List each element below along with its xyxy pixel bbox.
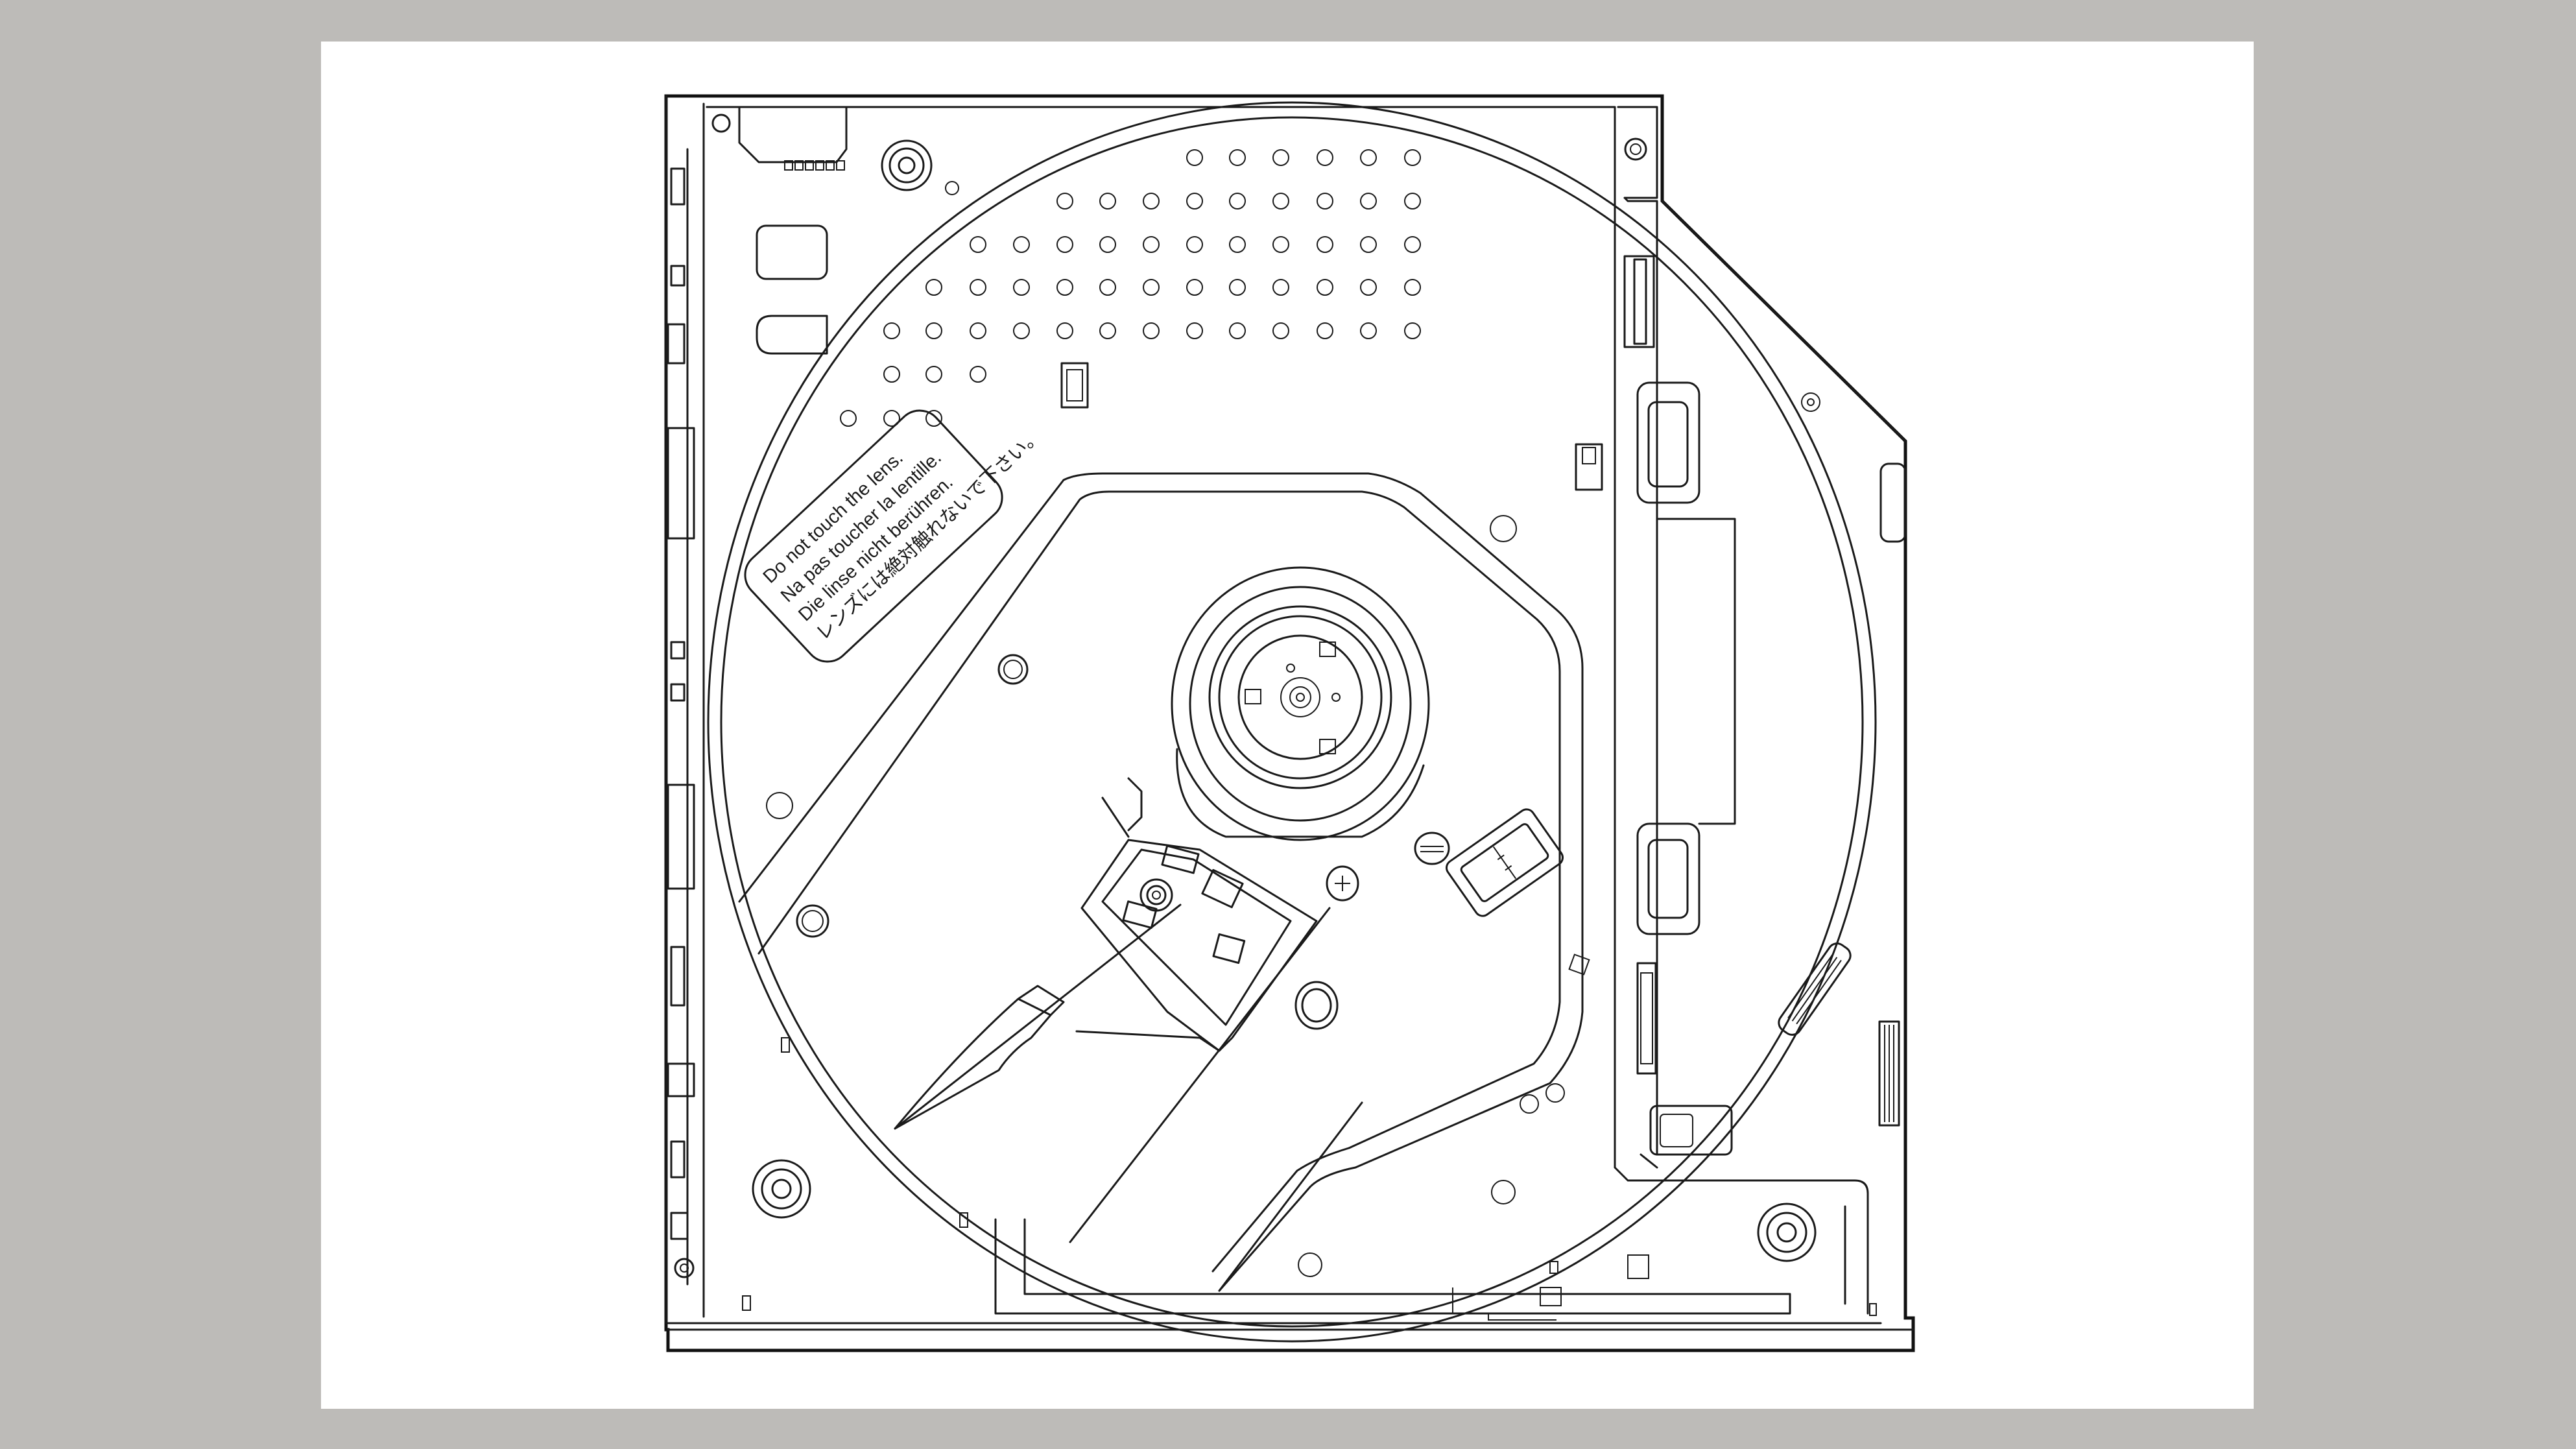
eject-slot-upper xyxy=(1636,381,1700,504)
panel-clip xyxy=(1778,942,1852,1036)
lens-needle xyxy=(894,998,1052,1130)
tray-right-rail xyxy=(1617,106,1658,1156)
eject-slot-lower xyxy=(1636,822,1700,935)
latch-block xyxy=(1446,808,1564,917)
side-panel xyxy=(1661,200,1907,442)
spindle-hub xyxy=(1208,605,1392,789)
left-rail-screw xyxy=(674,1258,695,1278)
corner-screw-top-right xyxy=(1624,138,1647,161)
drive-housing-outline xyxy=(664,94,1915,1352)
left-rail xyxy=(665,95,705,1324)
vent-holes xyxy=(840,149,1421,427)
panel-vents xyxy=(1878,1020,1900,1127)
traverse-oval-pad xyxy=(1294,981,1339,1030)
bottom-left-screw xyxy=(752,1159,811,1219)
tray-inner-outline xyxy=(706,106,1869,1315)
connector-pins xyxy=(784,160,845,171)
hole-e xyxy=(1520,1094,1539,1114)
bottom-channel xyxy=(994,1218,1791,1315)
small-slot xyxy=(1060,362,1089,409)
hole-a xyxy=(997,654,1029,685)
bottom-right-screw xyxy=(1757,1203,1817,1262)
spindle-ring xyxy=(1189,586,1412,822)
small-bracket xyxy=(1575,443,1603,491)
guide-rail-left xyxy=(894,904,1331,1243)
lens-warning-label: Do not touch the lens. Na pas toucher la… xyxy=(744,409,1046,663)
traverse-frame-outer xyxy=(738,472,1584,1292)
hole-d xyxy=(1490,515,1517,542)
top-mount-screw xyxy=(881,139,933,191)
panel-pin xyxy=(1801,392,1820,412)
traverse-screw xyxy=(1326,865,1359,902)
guide-rail-right xyxy=(1218,1101,1363,1292)
hole-c xyxy=(766,792,793,819)
corner-screw-top-left xyxy=(711,114,731,133)
pad-large xyxy=(756,224,828,280)
left-rail-tabs xyxy=(667,167,695,1240)
spindle-outer xyxy=(1171,566,1430,841)
disc-well-outer xyxy=(707,101,1877,1343)
traverse-knob xyxy=(1414,832,1450,865)
hole-b xyxy=(796,904,829,938)
pickup-sled xyxy=(1080,839,1318,1052)
pad-small xyxy=(756,315,828,355)
disc-well-inner xyxy=(720,116,1864,1328)
traverse-frame-inner xyxy=(757,490,1561,1273)
connector-plate xyxy=(706,106,909,163)
bezel-latch xyxy=(1649,1105,1733,1156)
panel-tab xyxy=(1879,462,1907,543)
